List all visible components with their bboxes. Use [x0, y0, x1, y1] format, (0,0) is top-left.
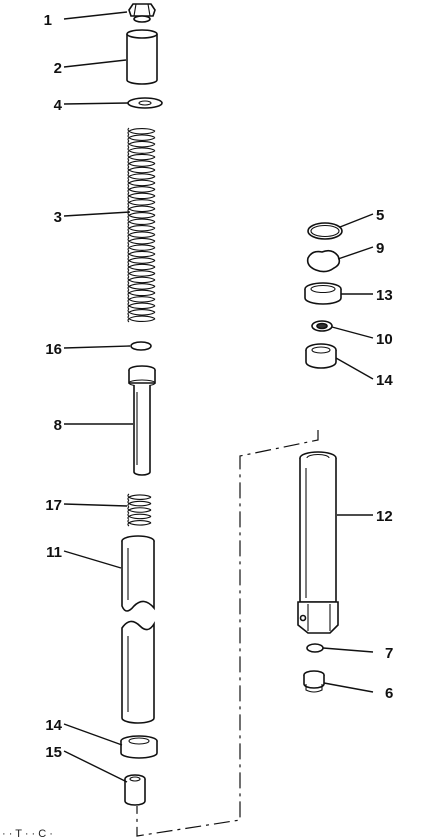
callout-13: 13 — [376, 287, 393, 304]
assembly-path-line — [136, 430, 319, 837]
callout-1: 1 — [44, 12, 52, 29]
callout-11: 11 — [46, 544, 62, 561]
part-7-o-ring — [306, 643, 324, 653]
part-5-o-ring — [307, 222, 343, 240]
callout-7: 7 — [385, 645, 393, 662]
part-11-tube — [121, 535, 155, 612]
callout-16: 16 — [45, 341, 62, 358]
callout-10: 10 — [376, 331, 393, 348]
callout-4: 4 — [54, 97, 63, 114]
part-8-plunger — [128, 365, 156, 476]
part-13-bushing — [304, 282, 342, 305]
callout-6: 6 — [385, 685, 393, 702]
part-9-seal — [306, 249, 341, 273]
callout-3: 3 — [54, 209, 62, 226]
callout-15: 15 — [45, 744, 62, 761]
part-17-small-spring — [127, 493, 152, 527]
callout-8: 8 — [54, 417, 62, 434]
callout-2: 2 — [54, 60, 62, 77]
part-10-washer — [311, 320, 333, 332]
callout-14-left: 14 — [45, 717, 62, 734]
part-14-bushing-left — [120, 735, 158, 759]
part-12-cylinder-housing — [297, 451, 339, 634]
part-11-tube-lower — [121, 620, 155, 724]
leader-lines — [63, 11, 374, 783]
callout-5: 5 — [376, 207, 384, 224]
callout-9: 9 — [376, 240, 384, 257]
part-14-bushing-right — [305, 343, 337, 369]
part-15-small-bushing — [124, 774, 146, 806]
callout-14-right: 14 — [376, 372, 393, 389]
part-2-sleeve — [126, 29, 158, 85]
callout-12: 12 — [376, 508, 393, 525]
part-3-coil-spring — [127, 127, 156, 323]
footer-fragment: · · T · · C · — [2, 828, 53, 839]
part-16-o-ring — [130, 341, 152, 351]
part-1-cap-nut — [128, 3, 156, 23]
part-4-washer — [127, 97, 163, 109]
callout-17: 17 — [45, 497, 62, 514]
part-6-plug — [303, 670, 325, 693]
